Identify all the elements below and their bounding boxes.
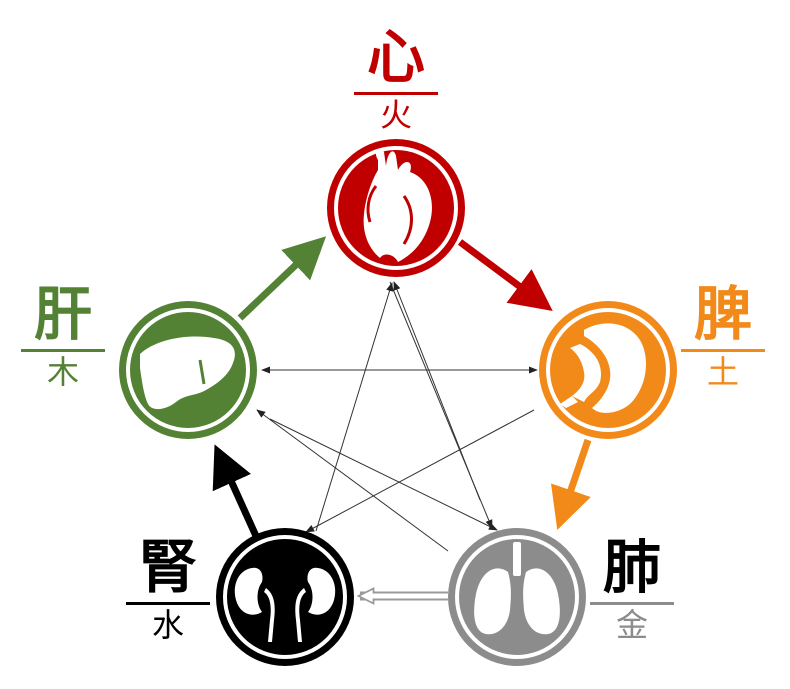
lungs-icon bbox=[474, 542, 560, 635]
heart-circle-ring bbox=[334, 146, 458, 270]
node-spleen bbox=[539, 301, 677, 439]
label-heart: 心 火 bbox=[341, 28, 451, 131]
controlling-cycle bbox=[256, 281, 538, 552]
node-liver bbox=[119, 301, 257, 439]
control-arrow-spleen-to-kidney bbox=[305, 409, 535, 533]
node-lung bbox=[448, 528, 586, 666]
control-arrow-lung-to-liver bbox=[256, 409, 449, 552]
label-divider-lung bbox=[590, 602, 674, 605]
label-divider-liver bbox=[21, 349, 105, 352]
liver-icon bbox=[140, 336, 235, 410]
label-divider-heart bbox=[354, 92, 438, 95]
kidneys-icon bbox=[234, 567, 336, 642]
label-spleen: 脾 土 bbox=[668, 285, 778, 388]
lung-circle-ring bbox=[455, 535, 579, 659]
label-liver: 肝 木 bbox=[8, 285, 118, 388]
control-arrow-kidney-to-heart bbox=[315, 282, 394, 532]
generate-arrow-liver-to-heart bbox=[237, 236, 327, 321]
element-name-kidney: 水 bbox=[151, 606, 184, 644]
label-kidney: 腎 水 bbox=[113, 538, 223, 641]
node-kidney bbox=[216, 528, 354, 666]
generate-arrow-heart-to-spleen bbox=[457, 239, 553, 312]
label-lung: 肺 金 bbox=[577, 538, 687, 641]
element-name-lung: 金 bbox=[615, 606, 648, 644]
spleen-icon bbox=[560, 323, 646, 413]
node-heart bbox=[327, 139, 465, 277]
label-divider-kidney bbox=[126, 602, 210, 605]
element-name-heart: 火 bbox=[379, 96, 412, 134]
organ-name-liver: 肝 bbox=[33, 280, 92, 348]
generating-cycle bbox=[212, 236, 592, 596]
kidney-circle bbox=[216, 528, 354, 666]
organ-name-lung: 肺 bbox=[602, 533, 661, 601]
spleen-circle bbox=[539, 301, 677, 439]
organ-name-kidney: 腎 bbox=[138, 533, 197, 601]
generate-arrow-spleen-to-lung bbox=[550, 438, 592, 530]
label-divider-spleen bbox=[681, 349, 765, 352]
kidney-circle-ring bbox=[223, 535, 347, 659]
heart-icon bbox=[363, 149, 432, 262]
control-arrow-lung-to-heart bbox=[393, 281, 481, 501]
liver-circle-ring bbox=[126, 308, 250, 432]
element-name-spleen: 土 bbox=[706, 353, 739, 391]
spleen-circle-ring bbox=[546, 308, 670, 432]
organ-name-spleen: 脾 bbox=[693, 280, 752, 348]
generate-arrow-kidney-to-liver bbox=[212, 444, 260, 538]
organ-name-heart: 心 bbox=[366, 23, 425, 91]
control-arrow-liver-to-lung bbox=[269, 418, 498, 531]
element-name-liver: 木 bbox=[46, 353, 79, 391]
